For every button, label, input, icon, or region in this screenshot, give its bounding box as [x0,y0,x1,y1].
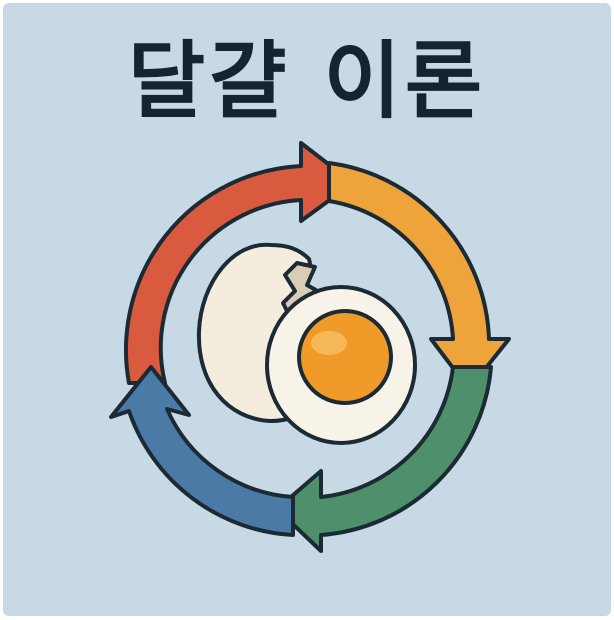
cycle-arrows-icon [109,141,511,553]
boiled-egg-half-icon [265,285,417,445]
arrow-blue [109,365,295,537]
arrow-orange [327,161,511,391]
poster-canvas: 달걀 이론 [3,3,611,616]
cycle-illustration [109,141,511,553]
arrow-green [275,365,493,553]
yolk-highlight [311,331,347,355]
page-title: 달걀 이론 [127,32,487,130]
egg-yolk [297,309,393,405]
